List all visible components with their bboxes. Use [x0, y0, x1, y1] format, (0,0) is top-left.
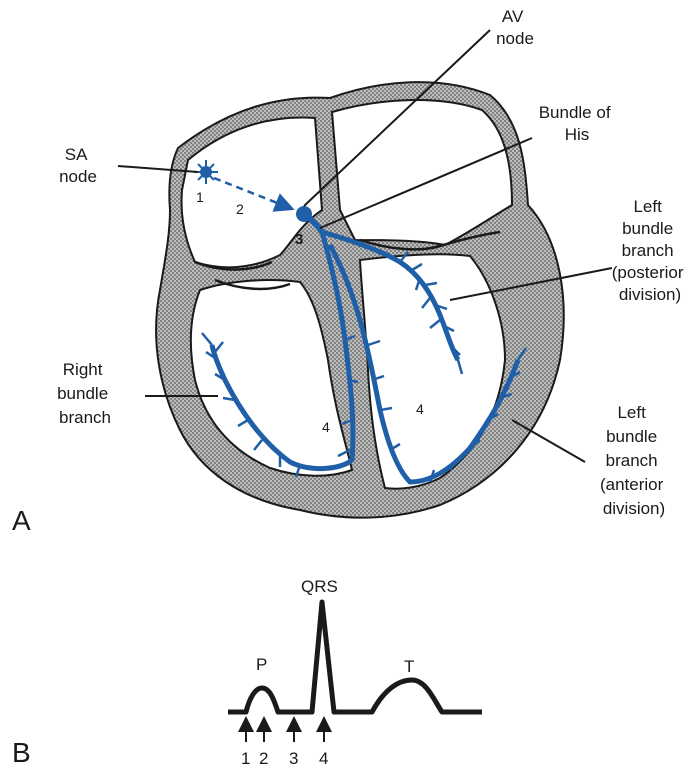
heart-number-3: 3	[295, 231, 303, 248]
ecg-marker-2: 2	[259, 749, 268, 768]
heart	[156, 82, 564, 518]
sa-node-label: SA node	[59, 145, 97, 186]
panel-label-a: A	[12, 505, 31, 536]
left-posterior-label: Left bundle branch (posterior division)	[612, 197, 689, 304]
heart-number-4-left: 4	[416, 401, 424, 417]
bundle-of-his-label: Bundle of His	[539, 103, 616, 144]
ecg-marker-3: 3	[289, 749, 298, 768]
ecg-marker-4: 4	[319, 749, 328, 768]
heart-number-4-right: 4	[322, 419, 330, 435]
ecg-label-qrs: QRS	[301, 577, 338, 596]
panel-label-b: B	[12, 737, 31, 768]
av-node-label: AV node	[496, 7, 534, 48]
ecg-trace: P QRS T 1 2 3 4	[228, 577, 482, 768]
ecg-marker-arrows	[246, 720, 324, 742]
ecg-label-p: P	[256, 655, 267, 674]
left-anterior-label: Left bundle branch (anterior division)	[600, 403, 668, 518]
heart-number-1: 1	[196, 189, 204, 205]
ecg-marker-1: 1	[241, 749, 250, 768]
heart-number-2: 2	[236, 201, 244, 217]
right-bundle-label: Right bundle branch	[57, 360, 113, 427]
ecg-label-t: T	[404, 657, 414, 676]
